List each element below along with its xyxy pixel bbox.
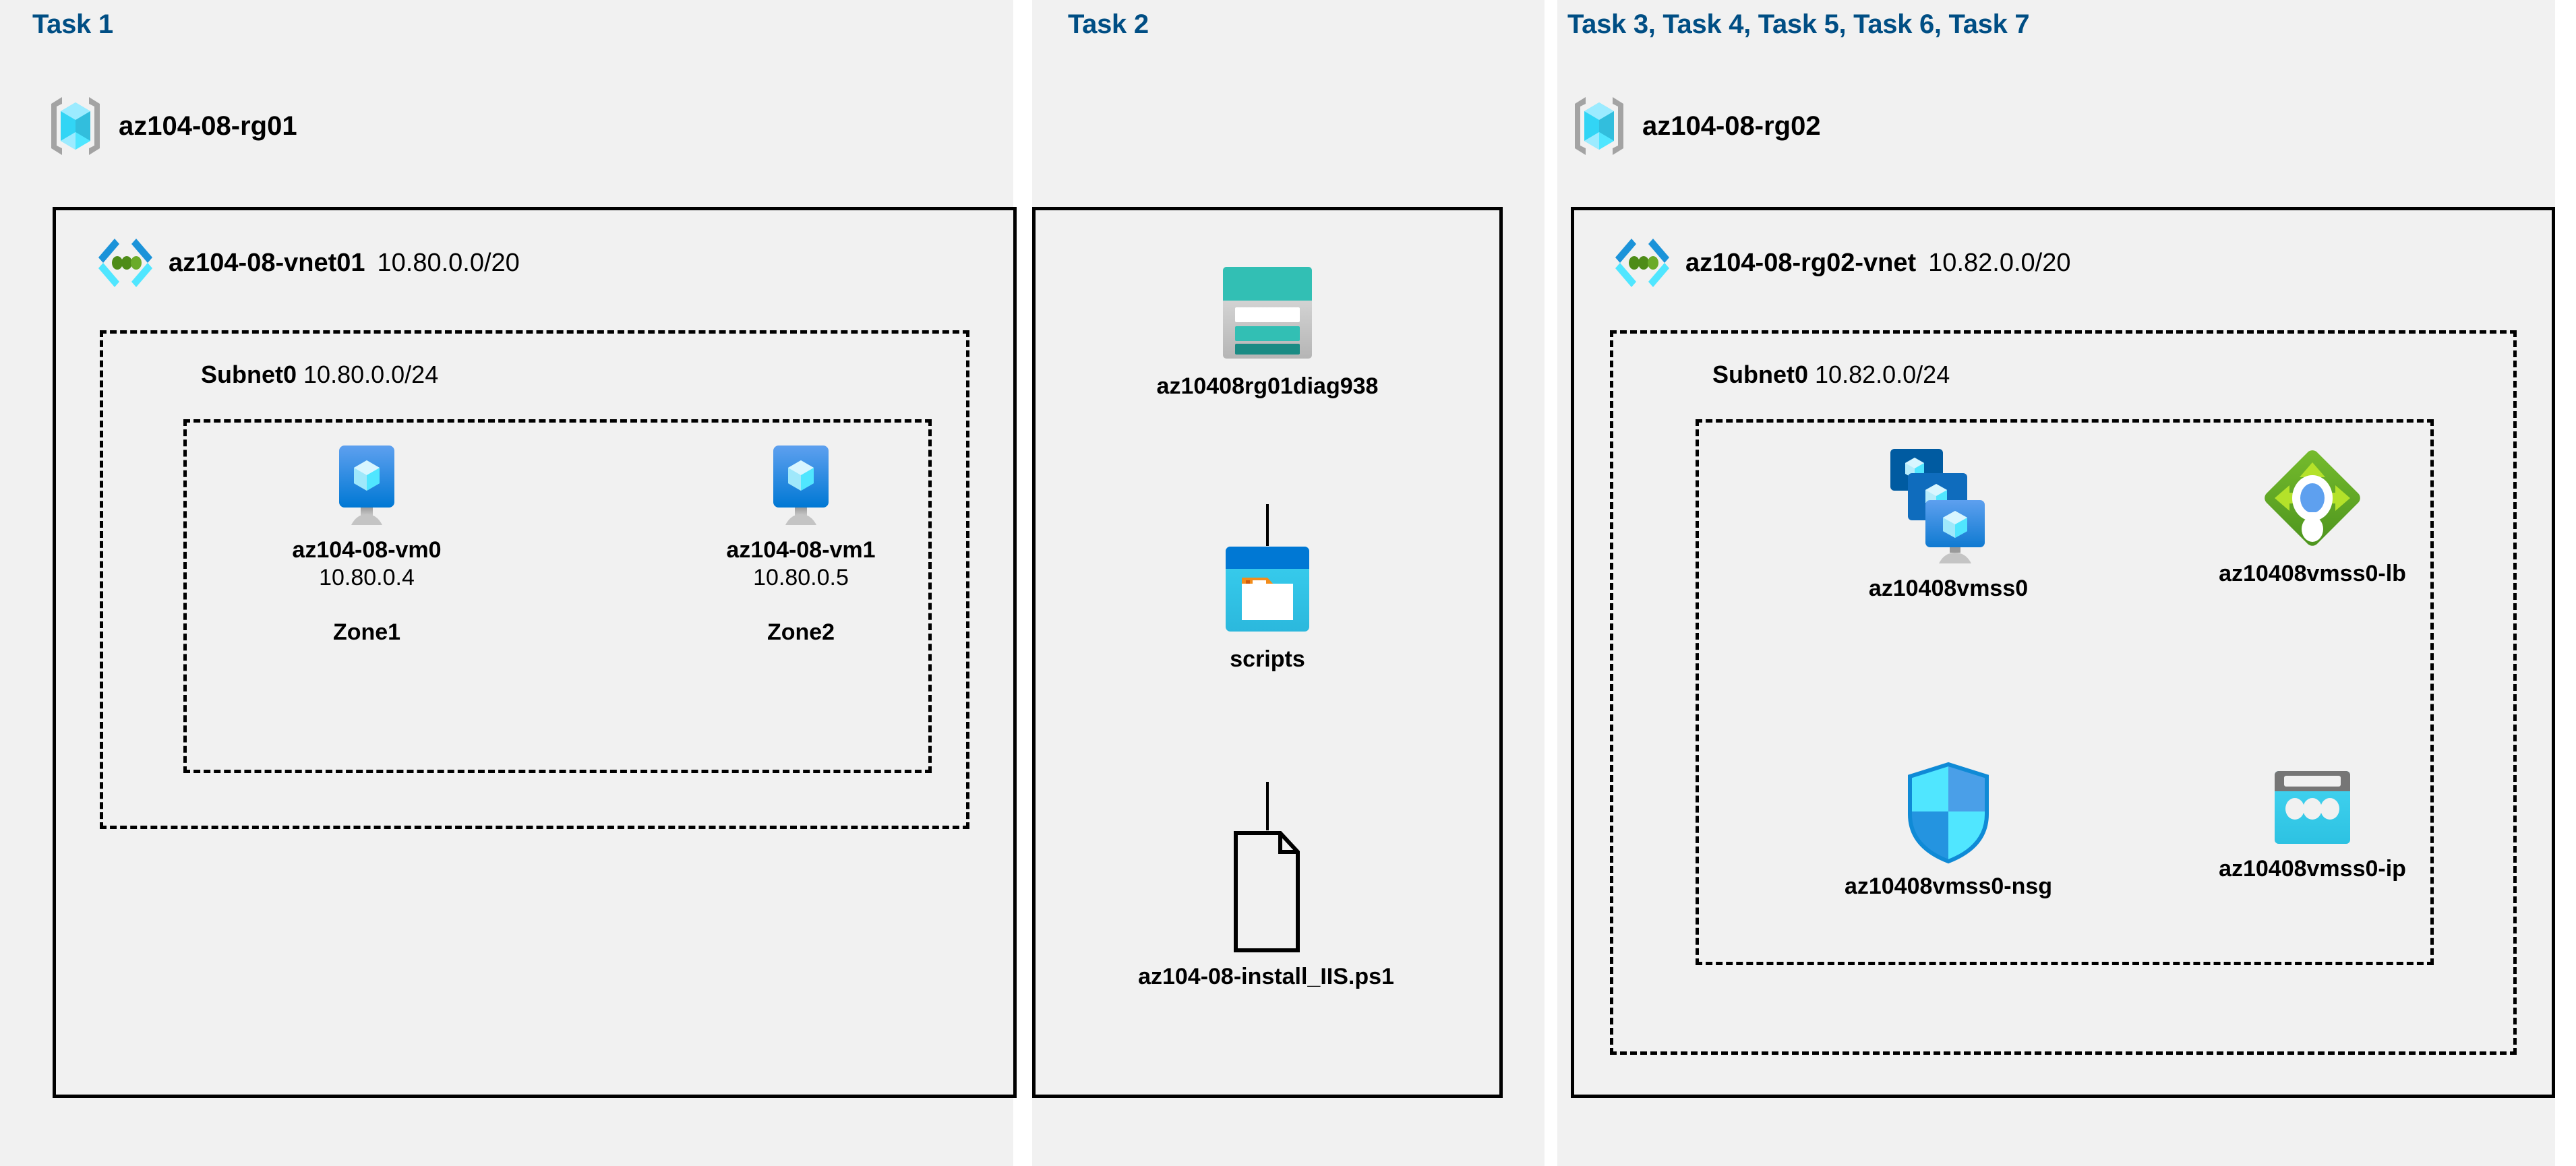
node-ip-vm0: 10.80.0.4 — [319, 565, 415, 590]
virtual-network-icon — [94, 236, 156, 290]
node-title-storage-account: az10408rg01diag938 — [1156, 373, 1379, 399]
resource-group-icon — [47, 94, 104, 158]
blob-container-icon — [1220, 543, 1315, 637]
vnet-cidr-vnet01: 10.80.0.0/20 — [377, 248, 520, 277]
node-title-load-balancer: az10408vmss0-lb — [2219, 561, 2406, 586]
subnet-name-right: Subnet0 — [1712, 361, 1809, 388]
vnet-row-vnet01: az104-08-vnet01 10.80.0.0/20 — [94, 236, 520, 290]
node-title-script-file: az104-08-install_IIS.ps1 — [1138, 964, 1394, 989]
node-title-vm-scale-set: az10408vmss0 — [1868, 576, 2029, 601]
node-blob-container: scripts — [1187, 543, 1348, 673]
vnet-row-rg02-vnet: az104-08-rg02-vnet 10.82.0.0/20 — [1611, 236, 2070, 290]
vm-scale-set-icon — [1888, 445, 2009, 566]
node-zone-vm0: Zone1 — [332, 619, 401, 645]
resource-group-label-rg01: az104-08-rg01 — [119, 111, 297, 141]
node-storage-account: az10408rg01diag938 — [1146, 263, 1389, 400]
node-title-public-ip-address: az10408vmss0-ip — [2219, 856, 2406, 882]
subnet-label-left: Subnet0 10.80.0.0/24 — [201, 361, 438, 389]
node-vm-scale-set: az10408vmss0 — [1814, 445, 2083, 602]
vnet-name-rg02-vnet: az104-08-rg02-vnet — [1685, 248, 1917, 277]
vmss-group-boundary-right — [1696, 419, 2434, 965]
node-network-security-group: az10408vmss0-nsg — [1803, 762, 2093, 900]
connector-container-to-file — [1266, 782, 1269, 830]
virtual-machine-icon — [327, 441, 407, 528]
node-vm1: az104-08-vm1 10.80.0.5 Zone2 — [713, 441, 889, 646]
connector-storage-to-container — [1266, 504, 1269, 546]
node-script-file: az104-08-install_IIS.ps1 — [1064, 829, 1468, 990]
subnet-boundary-right — [1610, 330, 2517, 1055]
node-public-ip-address: az10408vmss0-ip — [2167, 768, 2457, 882]
node-vm0: az104-08-vm0 10.80.0.4 Zone1 — [279, 441, 454, 646]
script-file-icon — [1216, 829, 1317, 954]
node-ip-vm1: 10.80.0.5 — [753, 565, 849, 590]
vnet-cidr-rg02-vnet: 10.82.0.0/20 — [1928, 248, 2071, 277]
node-title-network-security-group: az10408vmss0-nsg — [1844, 873, 2053, 899]
node-zone-vm1: Zone2 — [767, 619, 835, 645]
node-load-balancer: az10408vmss0-lb — [2164, 445, 2461, 587]
subnet-label-right: Subnet0 10.82.0.0/24 — [1712, 361, 1950, 389]
vnet-name-vnet01: az104-08-vnet01 — [169, 248, 365, 277]
node-title-vm0: az104-08-vm0 — [292, 537, 442, 563]
load-balancer-icon — [2258, 445, 2366, 551]
virtual-machine-icon — [761, 441, 841, 528]
subnet-cidr-right: 10.82.0.0/24 — [1815, 361, 1950, 388]
subnet-name-left: Subnet0 — [201, 361, 297, 388]
node-title-vm1: az104-08-vm1 — [726, 537, 876, 563]
network-security-group-icon — [1905, 762, 1992, 864]
public-ip-address-icon — [2265, 768, 2360, 847]
zone-group-boundary-left — [183, 419, 932, 773]
vnet-boundary-vnet01 — [53, 207, 1017, 1098]
storage-account-icon — [1214, 263, 1321, 364]
node-title-blob-container: scripts — [1230, 646, 1305, 672]
resource-group-label-rg02: az104-08-rg02 — [1642, 111, 1821, 141]
subnet-cidr-left: 10.80.0.0/24 — [303, 361, 439, 388]
resource-group-icon — [1571, 94, 1627, 158]
resource-group-row-rg01: az104-08-rg01 — [47, 94, 297, 158]
task-header-3: Task 3, Task 4, Task 5, Task 6, Task 7 — [1567, 9, 2030, 39]
task-header-2: Task 2 — [1068, 9, 1149, 39]
vnet-boundary-rg02-vnet — [1571, 207, 2555, 1098]
resource-group-row-rg02: az104-08-rg02 — [1571, 94, 1821, 158]
subnet-boundary-left — [100, 330, 969, 829]
virtual-network-icon — [1611, 236, 1673, 290]
task-header-1: Task 1 — [32, 9, 113, 39]
